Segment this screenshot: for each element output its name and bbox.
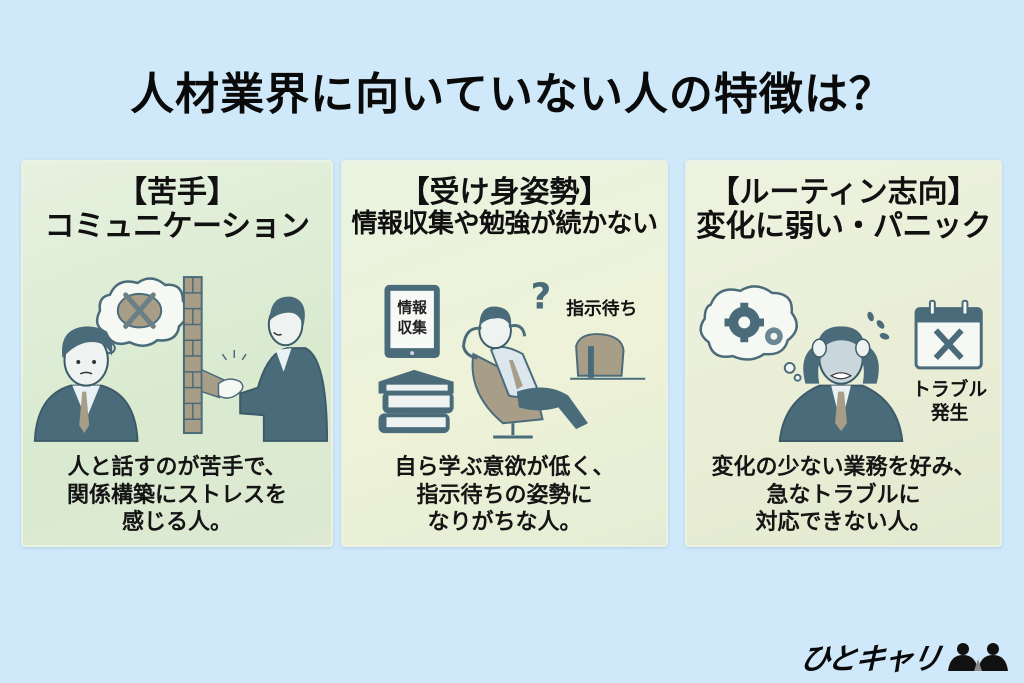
description-line: 対応できない人。 — [755, 510, 932, 536]
tablet-icon: 情報 収集 — [384, 284, 440, 359]
reclining-businessman-icon — [462, 306, 588, 439]
smiling-businessman-icon — [239, 296, 329, 442]
card-tag: 【苦手】 — [117, 175, 237, 210]
card-subheading: 変化に弱い・パニック — [696, 208, 992, 244]
desk-icon — [570, 333, 646, 380]
description-line: 急なトラブルに — [766, 482, 921, 508]
card-routine-oriented: 【ルーティン志向】 変化に弱い・パニック — [685, 160, 1002, 547]
illustration-communication — [23, 274, 331, 444]
card-heading: 【苦手】 コミュニケーション — [23, 176, 331, 243]
worried-businessman-icon — [33, 326, 139, 442]
panicking-businessman-icon — [778, 326, 904, 442]
page-title: 人材業界に向いていない人の特徴は？ — [130, 69, 894, 120]
waiting-label: 指示待ち — [566, 298, 637, 320]
description-line: 関係構築にストレスを — [66, 482, 287, 508]
illustration-passive: 情報 収集 ? — [343, 274, 666, 444]
two-people-icon — [948, 643, 1008, 671]
handshake-icon — [200, 350, 247, 399]
card-subheading: コミュニケーション — [44, 208, 310, 244]
trouble-label: トラブル — [912, 378, 987, 401]
card-subheading: 情報収集や勉強が続かない — [351, 208, 658, 239]
card-description: 変化の少ない業務を好み、 急なトラブルに 対応できない人。 — [687, 454, 1000, 537]
card-tag: 【受け身姿勢】 — [399, 175, 610, 210]
book-stack-icon — [378, 369, 454, 434]
card-heading: 【ルーティン志向】 変化に弱い・パニック — [687, 176, 1000, 243]
tablet-label: 収集 — [397, 318, 427, 336]
description-line: 自ら学ぶ意欲が低く、 — [394, 455, 615, 480]
logo-text: ひとキャリ — [797, 642, 943, 677]
card-description: 自ら学ぶ意欲が低く、 指示待ちの姿勢に なりがちな人。 — [343, 454, 666, 537]
calendar-cross-icon — [914, 299, 983, 370]
tablet-label: 情報 — [397, 299, 427, 317]
description-line: 感じる人。 — [121, 510, 232, 536]
brick-wall-icon — [182, 276, 203, 435]
description-line: なりがちな人。 — [427, 510, 582, 536]
card-description: 人と話すのが苦手で、 関係構築にストレスを 感じる人。 — [23, 454, 331, 537]
brand-logo: ひとキャリ — [797, 638, 1010, 677]
description-line: 指示待ちの姿勢に — [416, 482, 593, 508]
question-mark-icon: ? — [531, 277, 552, 318]
illustration-routine: トラブル 発生 — [687, 274, 1000, 444]
card-heading: 【受け身姿勢】 情報収集や勉強が続かない — [343, 176, 666, 239]
description-line: 変化の少ない業務を好み、 — [711, 455, 976, 480]
description-line: 人と話すのが苦手で、 — [67, 455, 287, 480]
trouble-label: 発生 — [930, 401, 969, 424]
card-communication: 【苦手】 コミュニケーション — [21, 160, 333, 547]
card-passive-attitude: 【受け身姿勢】 情報収集や勉強が続かない 情報 収集 — [341, 160, 668, 547]
thought-bubble-gears-icon — [699, 285, 802, 382]
sweat-drops-icon — [867, 311, 890, 340]
card-tag: 【ルーティン志向】 — [709, 175, 978, 210]
